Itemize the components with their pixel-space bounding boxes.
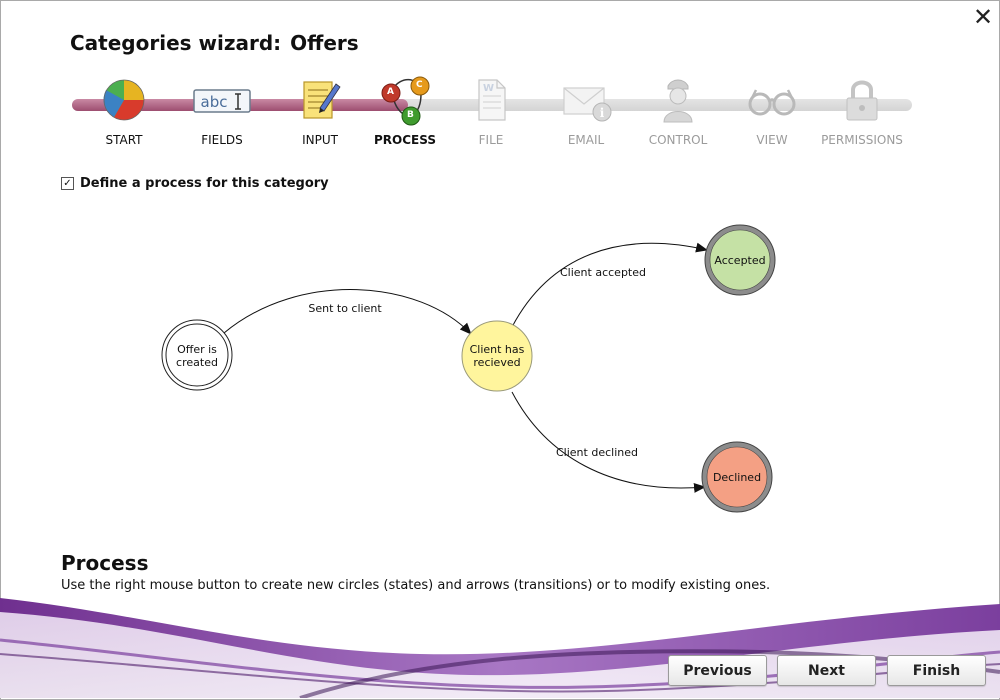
state-label: Client has bbox=[470, 343, 525, 356]
text-field-icon: abc bbox=[192, 74, 252, 126]
title-prefix: Categories wizard: bbox=[70, 31, 282, 55]
state-label: created bbox=[176, 356, 218, 369]
svg-text:W: W bbox=[483, 83, 494, 94]
step-label: START bbox=[105, 133, 143, 147]
step-start[interactable]: START bbox=[74, 74, 174, 152]
step-label: FIELDS bbox=[201, 133, 243, 147]
define-process-checkbox[interactable]: ✓ bbox=[61, 177, 74, 190]
transition-client-accepted[interactable] bbox=[511, 242, 708, 328]
step-view[interactable]: VIEW bbox=[722, 74, 822, 152]
help-text: Use the right mouse button to create new… bbox=[61, 578, 771, 593]
state-client-received[interactable]: Client has recieved bbox=[461, 320, 533, 392]
badge-a: A bbox=[387, 87, 394, 97]
next-button[interactable]: Next bbox=[777, 655, 876, 686]
define-process-toggle[interactable]: ✓ Define a process for this category bbox=[61, 176, 329, 191]
step-permissions[interactable]: PERMISSIONS bbox=[812, 74, 912, 152]
step-email[interactable]: i EMAIL bbox=[536, 74, 636, 152]
transition-label: Client accepted bbox=[560, 266, 646, 279]
badge-b: B bbox=[407, 110, 414, 120]
state-label: Accepted bbox=[714, 254, 765, 267]
pie-chart-icon bbox=[94, 74, 154, 126]
define-process-label: Define a process for this category bbox=[80, 176, 329, 191]
previous-button[interactable]: Previous bbox=[668, 655, 767, 686]
step-label: PERMISSIONS bbox=[821, 133, 903, 147]
svg-text:i: i bbox=[600, 106, 605, 120]
transition-label: Sent to client bbox=[308, 302, 382, 315]
close-icon: ✕ bbox=[972, 3, 994, 31]
document-icon: W bbox=[461, 74, 521, 126]
step-label: CONTROL bbox=[648, 133, 708, 147]
step-label: FILE bbox=[478, 133, 504, 147]
padlock-icon bbox=[832, 74, 892, 126]
svg-text:abc: abc bbox=[201, 93, 228, 111]
step-label: EMAIL bbox=[567, 133, 605, 147]
step-file[interactable]: W FILE bbox=[441, 74, 541, 152]
step-label: INPUT bbox=[302, 133, 338, 147]
close-button[interactable]: ✕ bbox=[970, 4, 996, 30]
finish-button[interactable]: Finish bbox=[887, 655, 986, 686]
state-offer-created[interactable]: Offer is created bbox=[161, 319, 233, 391]
state-declined[interactable]: Declined bbox=[701, 441, 773, 513]
state-accepted[interactable]: Accepted bbox=[704, 224, 776, 296]
state-label: Declined bbox=[713, 471, 761, 484]
process-nodes-icon: A C B bbox=[375, 74, 435, 126]
notepad-pencil-icon bbox=[290, 74, 350, 126]
page-title: Categories wizard: Offers bbox=[70, 31, 359, 55]
step-label: PROCESS bbox=[374, 133, 436, 147]
officer-icon bbox=[648, 74, 708, 126]
step-control[interactable]: CONTROL bbox=[628, 74, 728, 152]
glasses-icon bbox=[742, 74, 802, 126]
process-diagram[interactable]: Sent to client Client accepted Client de… bbox=[0, 0, 1000, 540]
step-fields[interactable]: abc FIELDS bbox=[172, 74, 272, 152]
step-input[interactable]: INPUT bbox=[270, 74, 370, 152]
help-title: Process bbox=[61, 551, 149, 575]
transition-label: Client declined bbox=[556, 446, 638, 459]
state-label: Offer is bbox=[177, 343, 217, 356]
badge-c: C bbox=[416, 80, 423, 90]
state-label: recieved bbox=[473, 356, 520, 369]
title-category-name: Offers bbox=[290, 31, 359, 55]
envelope-info-icon: i bbox=[556, 74, 616, 126]
transition-sent-to-client[interactable] bbox=[223, 289, 472, 335]
step-process[interactable]: A C B PROCESS bbox=[355, 74, 455, 152]
transition-client-declined[interactable] bbox=[511, 391, 706, 493]
step-label: VIEW bbox=[756, 133, 788, 147]
